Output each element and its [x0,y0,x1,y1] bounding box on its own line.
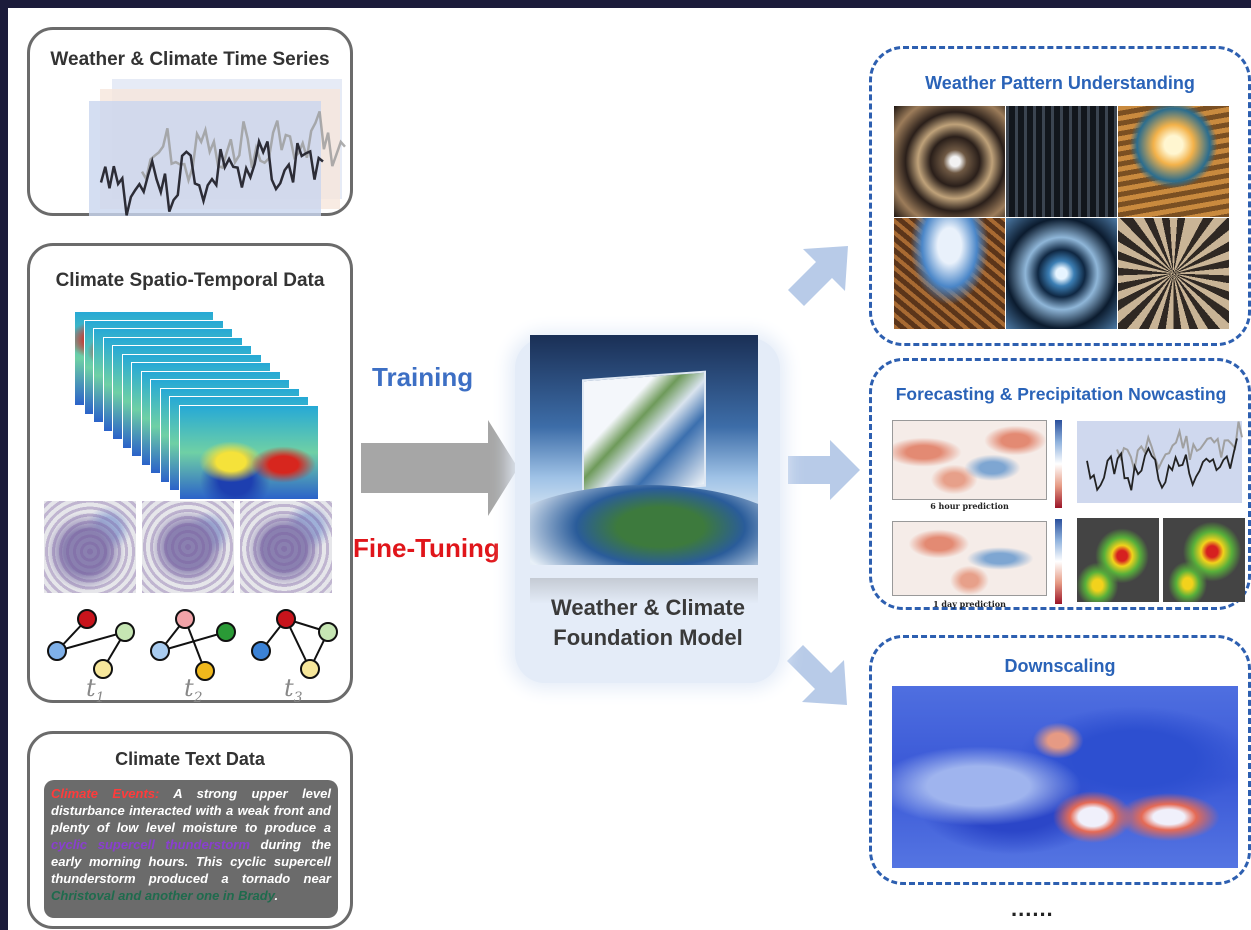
pattern-title: Weather Pattern Understanding [925,73,1195,93]
earth-cube-image [530,335,758,565]
caption-6h: 6 hour prediction [930,501,1009,511]
radar-map-2 [142,501,234,593]
pattern-image-6 [1118,218,1229,329]
pattern-image-4 [894,218,1005,329]
temporal-graphs [47,609,338,681]
model-reflection [530,578,758,604]
spatio-temporal-title: Climate Spatio-Temporal Data [55,270,325,291]
graph-t2 [150,609,236,681]
text-seg-body-2: during the early morning hours. This cyc… [51,837,331,886]
radar-map-3 [240,501,332,593]
arrow-to-patterns [788,246,848,306]
arrow-to-forecast [788,440,860,500]
text-data-panel: Climate Text Data Climate Events: A stro… [27,731,353,929]
diagram-canvas: Weather & Climate Time Series Climate Sp… [8,8,1251,930]
model-label-line1: Weather & Climate [551,595,745,620]
text-seg-highlight-green: Christoval and another one in Brady [51,888,275,903]
text-seg-end: . [274,888,279,903]
pattern-image-3 [1118,106,1229,217]
model-label: Weather & Climate Foundation Model [513,593,783,653]
pattern-image-5 [1006,218,1117,329]
time-label-t1: t1 [86,674,105,706]
text-seg-body-1: A strong upper level disturbance interac… [51,786,331,835]
arrow-to-downscaling [787,645,847,705]
downscaling-map [892,686,1238,868]
pattern-image-2 [1006,106,1117,217]
time-label-t2: t2 [184,674,203,706]
time-label-t3: t3 [284,674,303,706]
training-label: Training [372,362,474,392]
forecast-panel: Forecasting & Precipitation Nowcasting 6… [869,358,1251,610]
pattern-image-1 [894,106,1005,217]
main-arrows [361,246,860,705]
forecast-title: Forecasting & Precipitation Nowcasting [895,384,1227,404]
nowcast-radar-2 [1163,518,1245,602]
graph-t3 [251,609,338,679]
heatmap-frame [178,404,319,500]
caption-1d: 1 day prediction [933,599,1006,609]
time-series-panel: Weather & Climate Time Series [27,27,353,216]
finetuning-label: Fine-Tuning [353,533,500,563]
time-series-plot [89,79,346,216]
text-data-title: Climate Text Data [115,749,265,769]
forecast-time-series [1077,421,1243,503]
graph-t1 [47,609,135,679]
downscaling-panel: Downscaling [869,635,1251,885]
training-arrow [361,420,518,516]
pattern-panel: Weather Pattern Understanding [869,46,1251,346]
time-series-title: Weather & Climate Time Series [50,49,330,70]
model-label-line2: Foundation Model [553,625,743,650]
colorbar-6h [1055,420,1062,508]
spatio-temporal-panel: Climate Spatio-Temporal Data [27,243,356,706]
downscaling-title: Downscaling [1004,656,1116,676]
text-seg-highlight-purple: cyclic supercell thunderstorm [51,837,250,852]
prediction-map-6h [892,420,1047,500]
more-ellipsis: ...... [1011,896,1054,921]
colorbar-1d [1055,519,1062,604]
radar-map-1 [44,501,136,593]
text-seg-label: Climate Events: [51,786,160,801]
heatmap-stack [30,246,356,500]
text-data-box: Climate Events: A strong upper level dis… [44,780,338,918]
nowcast-radar-1 [1077,518,1159,602]
prediction-map-1d [892,521,1047,596]
